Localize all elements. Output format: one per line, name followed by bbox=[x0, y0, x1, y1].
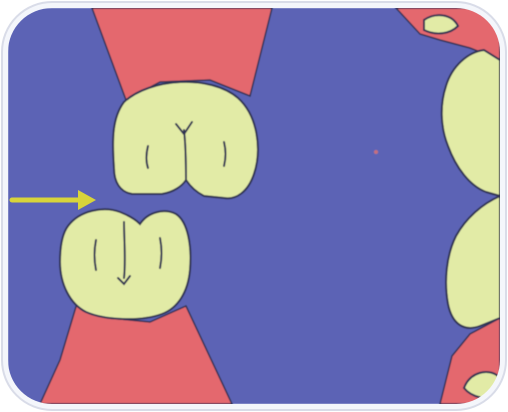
speck-mark bbox=[374, 150, 378, 154]
